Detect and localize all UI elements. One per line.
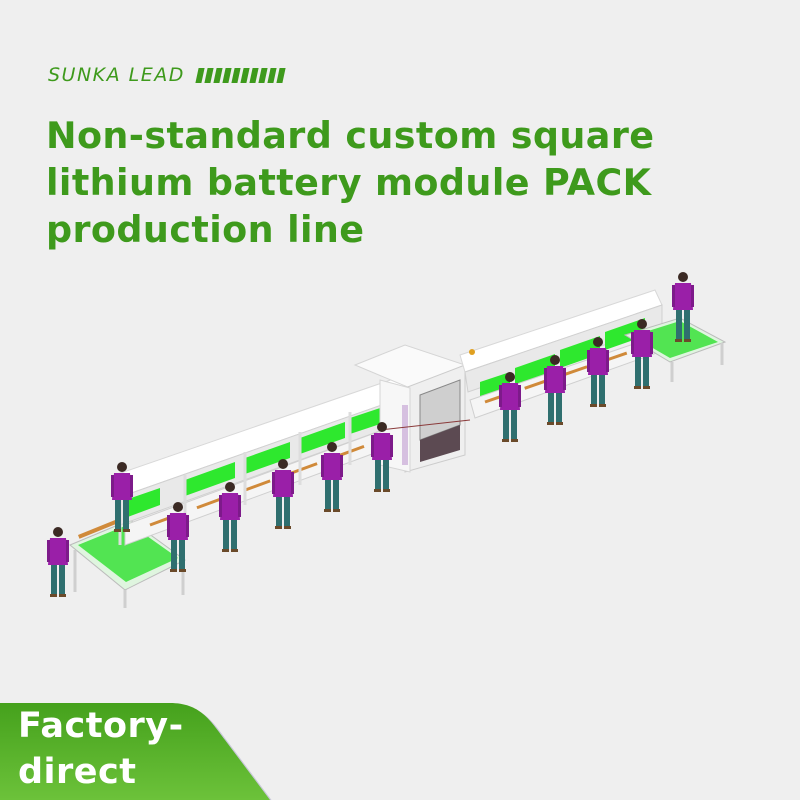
factory-direct-badge: Factory- direct <box>0 695 290 800</box>
brand-name: SUNKA LEAD <box>48 64 185 86</box>
badge-line-1: Factory- <box>18 706 184 746</box>
brand-header: SUNKA LEAD <box>48 64 286 86</box>
badge-line-2: direct <box>18 752 137 792</box>
title-line-2: lithium battery module PACK <box>46 161 652 204</box>
title-line-3: production line <box>46 208 365 251</box>
brand-stripes-decoration <box>195 67 286 83</box>
page-title: Non-standard custom square lithium batte… <box>46 112 766 253</box>
title-line-1: Non-standard custom square <box>46 114 655 157</box>
left-assembly-line <box>114 374 411 546</box>
production-line-illustration <box>0 270 800 610</box>
